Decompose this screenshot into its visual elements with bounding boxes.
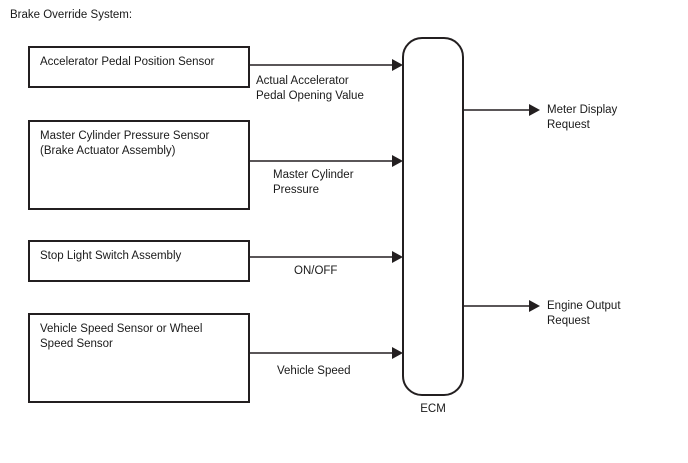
diagram-title: Brake Override System:	[10, 9, 133, 21]
connector-input-4	[249, 347, 403, 359]
output-label-meter-display-request: Meter Display Request	[547, 104, 618, 131]
sensor-box-label: Master Cylinder Pressure Sensor (Brake A…	[40, 130, 210, 157]
sensor-box-label: Vehicle Speed Sensor or Wheel Speed Sens…	[40, 323, 203, 350]
connector-output-1	[464, 104, 540, 116]
connector-output-2	[464, 300, 540, 312]
sensor-box-label: Accelerator Pedal Position Sensor	[40, 56, 215, 68]
sensor-box-label: Stop Light Switch Assembly	[40, 250, 182, 262]
connector-input-2	[249, 155, 403, 167]
signal-label-actual-accelerator-pedal-opening-value: Actual Accelerator Pedal Opening Value	[256, 75, 364, 102]
sensor-box-master-cylinder-pressure[interactable]: Master Cylinder Pressure Sensor (Brake A…	[28, 120, 250, 210]
signal-label-on-off: ON/OFF	[294, 265, 338, 277]
sensor-box-accelerator-pedal-position[interactable]: Accelerator Pedal Position Sensor	[28, 46, 250, 88]
signal-label-master-cylinder-pressure: Master Cylinder Pressure	[273, 169, 354, 196]
ecm-label: ECM	[420, 403, 446, 415]
ecm-box[interactable]	[402, 37, 464, 396]
sensor-box-stop-light-switch[interactable]: Stop Light Switch Assembly	[28, 240, 250, 282]
sensor-box-vehicle-speed-sensor[interactable]: Vehicle Speed Sensor or Wheel Speed Sens…	[28, 313, 250, 403]
signal-label-vehicle-speed: Vehicle Speed	[277, 365, 351, 377]
connector-input-1	[249, 59, 403, 71]
connector-input-3	[249, 251, 403, 263]
output-label-engine-output-request: Engine Output Request	[547, 300, 621, 327]
